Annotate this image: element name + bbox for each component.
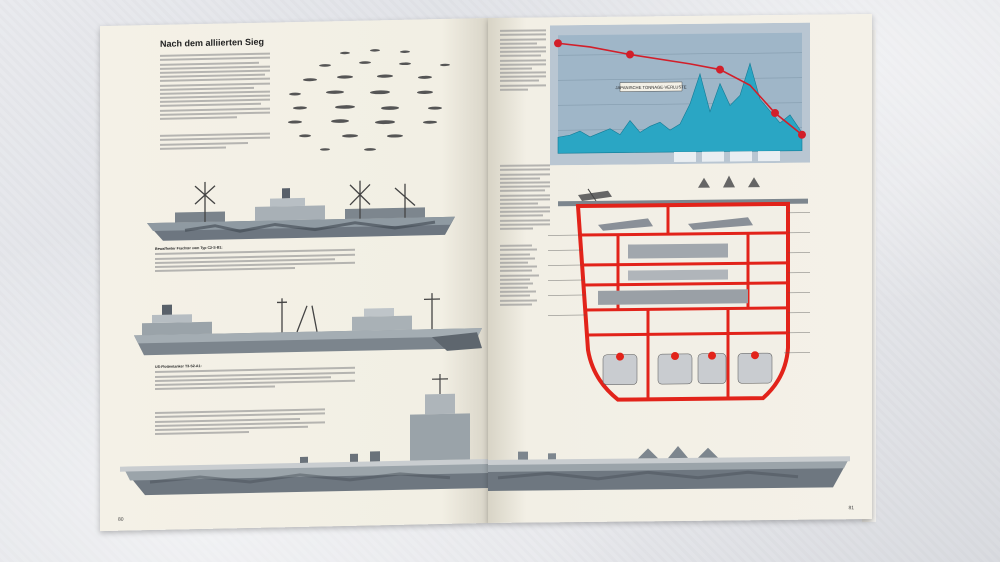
chart-label: JAPANISCHE TONNAGE-VERLUSTE xyxy=(615,84,686,90)
magazine-spread: Nach dem alliierten Sieg xyxy=(100,13,872,532)
page-heading: Nach dem alliierten Sieg xyxy=(160,36,265,49)
right-page: JAPANISCHE TONNAGE-VERLUSTE xyxy=(488,13,872,524)
cutaway-intro-text xyxy=(500,162,550,232)
cargo-ship-profile xyxy=(147,180,455,241)
aircraft-carrier-profile-left xyxy=(120,373,488,496)
carrier-cross-section-cutaway xyxy=(548,175,810,402)
aircraft-carrier-profile-right xyxy=(488,446,850,491)
page-number-right: 81 xyxy=(848,505,854,512)
tanker-caption-title: US-Flottentanker T3-S2-A1: xyxy=(155,363,202,369)
caption-text-block xyxy=(160,131,270,152)
freighter-caption: Bewaffneter Frachter vom Typ C2-S-B1: xyxy=(155,243,355,275)
body-text-block xyxy=(160,51,270,122)
chart-side-text xyxy=(500,27,546,92)
page-number-left: 80 xyxy=(118,516,124,523)
convoy-formation-diagram xyxy=(288,49,450,151)
cutaway-legend-list xyxy=(500,242,546,307)
left-page: Nach dem alliierten Sieg xyxy=(100,18,488,532)
tonnage-loss-chart: JAPANISCHE TONNAGE-VERLUSTE xyxy=(550,22,810,166)
armed-freighter-profile xyxy=(134,293,482,356)
freighter-caption-title: Bewaffneter Frachter vom Typ C2-S-B1: xyxy=(155,245,223,251)
